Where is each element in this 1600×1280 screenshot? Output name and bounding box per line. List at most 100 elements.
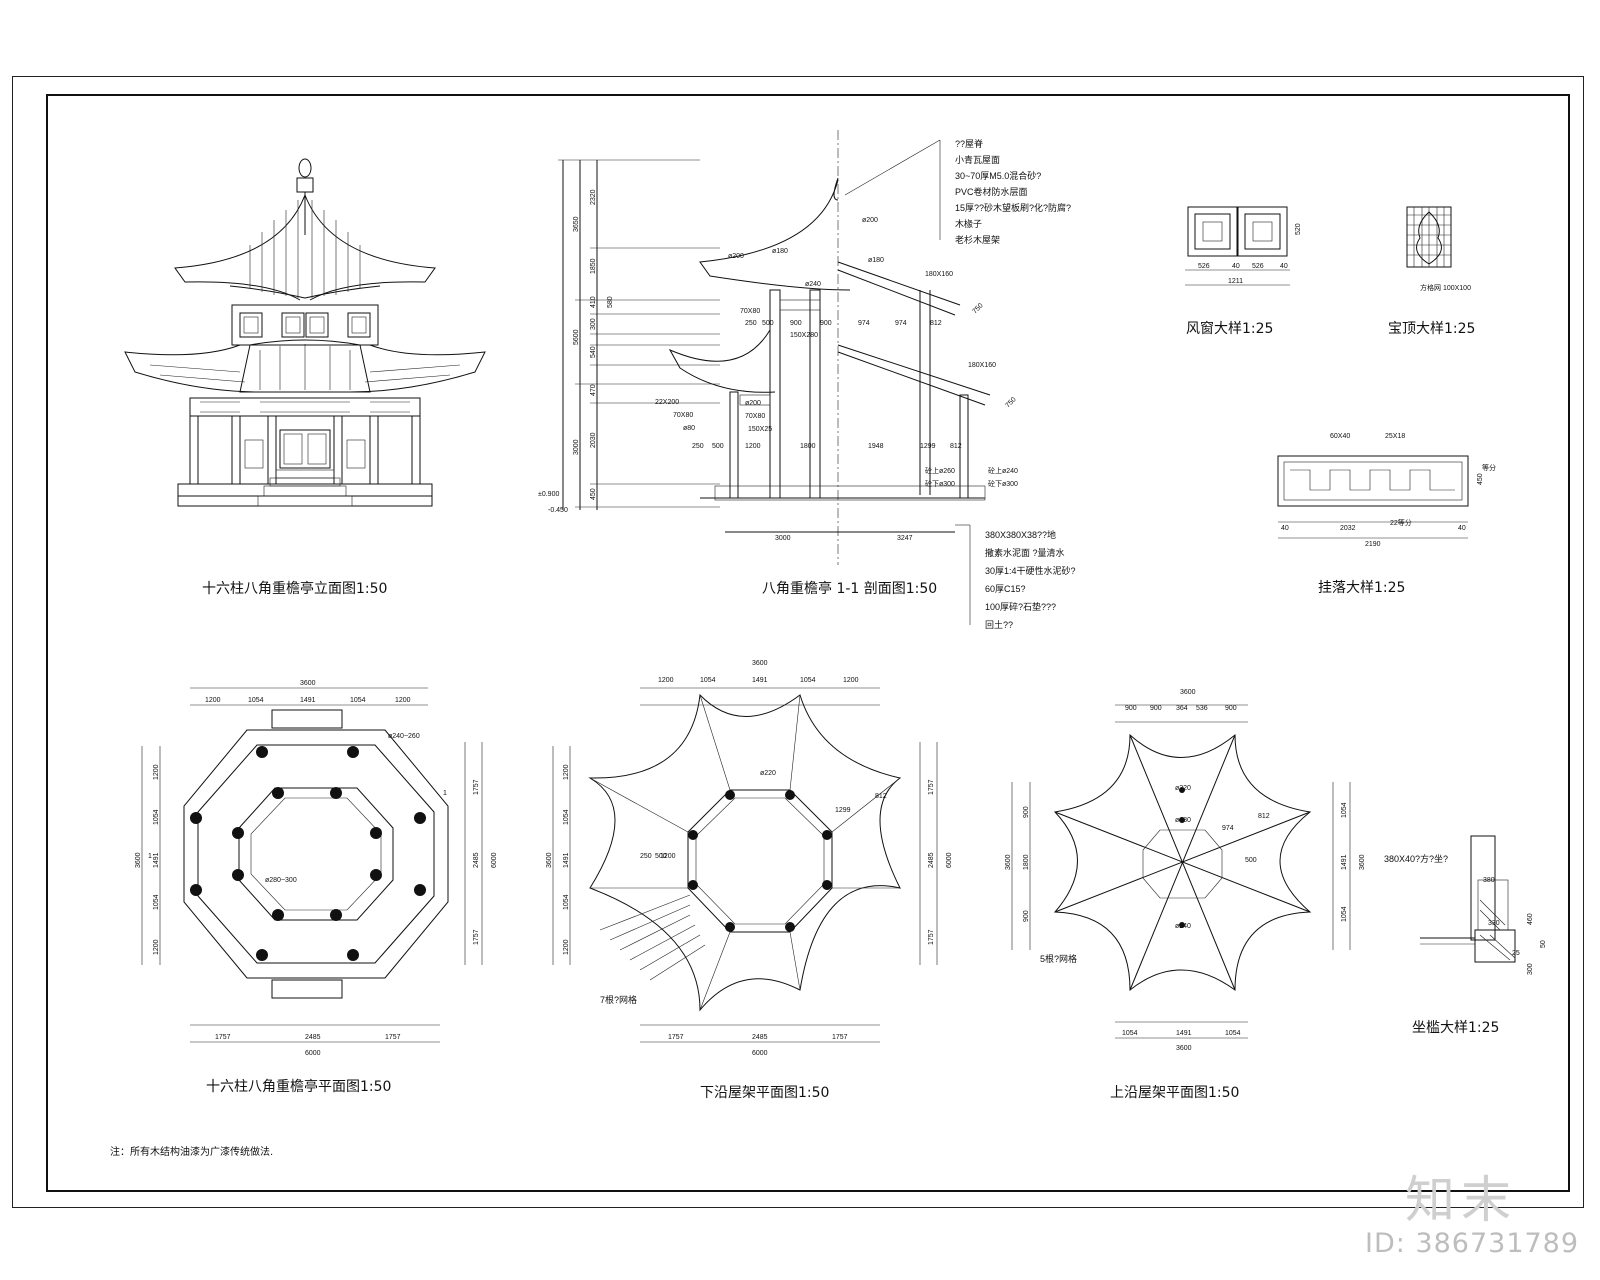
upper-dim-right0: 1054 xyxy=(1341,802,1348,818)
plan-dim-bottom1: 2485 xyxy=(305,1034,321,1041)
section-dim-v2: 410 xyxy=(590,296,597,308)
seat-dim-3: 330 xyxy=(1488,920,1500,927)
roof-layer-1: 小青瓦屋面 xyxy=(955,154,1000,165)
upper-label-4: 812 xyxy=(1258,813,1270,820)
section-label-12: ø200 xyxy=(745,400,761,407)
plan-label-1: ø280~300 xyxy=(265,877,297,884)
lower-label-0: ø220 xyxy=(760,770,776,777)
section-dim-v4: 300 xyxy=(590,318,597,330)
upper-label-0: ø220 xyxy=(1175,785,1191,792)
section-dim-l6: 812 xyxy=(950,443,962,450)
roof-layer-4: 15厚??砂木望板刷?化?防腐? xyxy=(955,202,1071,213)
upper-dim-top5: 900 xyxy=(1225,705,1237,712)
roof-layer-3: PVC卷材防水层面 xyxy=(955,186,1028,197)
lower-dim-bottom2: 1757 xyxy=(832,1034,848,1041)
upper-dim-right1: 1491 xyxy=(1341,854,1348,870)
roof-layer-2: 30~70厚M5.0混合砂? xyxy=(955,170,1041,181)
upper-dim-bottom1: 1491 xyxy=(1176,1030,1192,1037)
section-caption: 八角重檐亭 1-1 剖面图1:50 xyxy=(762,581,938,597)
plan-label-2: 1 xyxy=(148,853,152,860)
plan-dimensions: 3600 1200 1054 1491 1054 1200 1200 1054 … xyxy=(135,680,498,1057)
hanging-dim-2: 450 xyxy=(1477,473,1484,485)
plan-dim-left5: 3600 xyxy=(135,852,142,868)
section-label-11: ø80 xyxy=(683,425,695,432)
upper-dim-top4: 536 xyxy=(1196,705,1208,712)
lower-label-3: 250 xyxy=(640,853,652,860)
plan-dim-top3: 1491 xyxy=(300,697,316,704)
window-dim-4: 1211 xyxy=(1228,278,1243,285)
window-dim-5: 520 xyxy=(1295,223,1302,235)
plan-dim-bottom2: 1757 xyxy=(385,1034,401,1041)
plan-dim-top5: 1200 xyxy=(395,697,411,704)
section-dim-v6: 470 xyxy=(590,384,597,396)
plan-label-3: 1 xyxy=(443,790,447,797)
plan-dim-right0: 1757 xyxy=(473,779,480,795)
seat-dim-4: 50 xyxy=(1540,940,1547,948)
section-label-19: 砼上ø240 xyxy=(988,466,1018,475)
lower-dim-left0: 1200 xyxy=(563,764,570,780)
lower-dim-left4: 1200 xyxy=(563,939,570,955)
lower-dim-right3: 6000 xyxy=(946,852,953,868)
plan-dim-top4: 1054 xyxy=(350,697,366,704)
elevation-caption: 十六柱八角重檐亭立面图1:50 xyxy=(202,581,388,597)
section-dim-total0: 3650 xyxy=(573,216,580,232)
drawing-note: 注：所有木结构油漆为广漆传统做法. xyxy=(110,1147,274,1158)
section-dim-v5: 540 xyxy=(590,346,597,358)
hanging-dim-0: 60X40 xyxy=(1330,433,1350,440)
seat-detail-drawing xyxy=(1420,835,1516,963)
watermark-id: ID: 386731789 xyxy=(1365,1228,1580,1259)
window-detail-drawing xyxy=(1185,206,1290,286)
section-dim-u0: 250 xyxy=(745,320,757,327)
finial-detail-caption: 宝顶大样1:25 xyxy=(1388,321,1476,337)
plan-dim-right1: 2485 xyxy=(473,852,480,868)
plan-dim-right3: 6000 xyxy=(491,852,498,868)
lower-dim-top3: 1491 xyxy=(752,677,768,684)
lower-dim-right0: 1757 xyxy=(928,779,935,795)
section-dimensions: 2320 1850 410 580 300 540 470 2030 450 3… xyxy=(538,189,1018,542)
plan-dim-bottom3: 6000 xyxy=(305,1050,321,1057)
section-dim-l4: 1948 xyxy=(868,443,884,450)
section-label-3: ø180 xyxy=(868,257,884,264)
floor-layer-labels: 380X380X38??地 撒素水泥面 ?量清水 30厚1:4干硬性水泥砂? 6… xyxy=(985,529,1076,630)
floor-layer-3: 60厚C15? xyxy=(985,584,1026,594)
section-label-18: 砼下ø300 xyxy=(925,479,955,488)
floor-layer-5: 回土?? xyxy=(985,619,1013,630)
section-dim-v8: 450 xyxy=(590,488,597,500)
lower-dim-left2: 1491 xyxy=(563,852,570,868)
plan-dim-left4: 1200 xyxy=(153,939,160,955)
lower-dim-left5: 3600 xyxy=(546,852,553,868)
lower-dim-right1: 2485 xyxy=(928,852,935,868)
floor-plan-drawing xyxy=(141,687,483,1043)
plan-dim-left2: 1491 xyxy=(153,852,160,868)
plan-dim-top2: 1054 xyxy=(248,697,264,704)
upper-dim-right3: 3600 xyxy=(1359,854,1366,870)
upper-dim-left2: 900 xyxy=(1023,910,1030,922)
floor-layer-0: 380X380X38??地 xyxy=(985,529,1056,540)
upper-label-6: 5根?网格 xyxy=(1040,953,1077,964)
roof-layer-6: 老杉木屋架 xyxy=(955,234,1000,245)
section-dim-v0: 2320 xyxy=(590,189,597,205)
upper-roof-plan-caption: 上沿屋架平面图1:50 xyxy=(1110,1085,1240,1101)
lower-dim-bottom1: 2485 xyxy=(752,1034,768,1041)
section-dim-total1: 5600 xyxy=(573,329,580,345)
section-label-16: 750 xyxy=(1004,396,1017,409)
upper-roof-plan-drawing xyxy=(1011,704,1351,1039)
plan-dim-left0: 1200 xyxy=(153,764,160,780)
upper-label-3: 974 xyxy=(1222,825,1234,832)
plan-dim-left3: 1054 xyxy=(153,894,160,910)
plan-dim-right2: 1757 xyxy=(473,929,480,945)
section-label-17: 砼上ø260 xyxy=(925,466,955,475)
plan-dim-top0: 3600 xyxy=(300,680,316,687)
upper-roof-dimensions: 3600 900 900 364 536 900 900 1800 900 36… xyxy=(1005,689,1366,1052)
section-dim-u4: 974 xyxy=(858,320,870,327)
section-dim-l3: 1800 xyxy=(800,443,816,450)
upper-dim-top2: 900 xyxy=(1150,705,1162,712)
section-label-2: ø200 xyxy=(728,253,744,260)
upper-dim-left0: 900 xyxy=(1023,806,1030,818)
section-dim-l0: 250 xyxy=(692,443,704,450)
section-label-9: 22X200 xyxy=(655,399,679,406)
seat-dim-2: 460 xyxy=(1527,913,1534,925)
upper-dim-right2: 1054 xyxy=(1341,906,1348,922)
section-label-5: 180X160 xyxy=(925,271,953,278)
